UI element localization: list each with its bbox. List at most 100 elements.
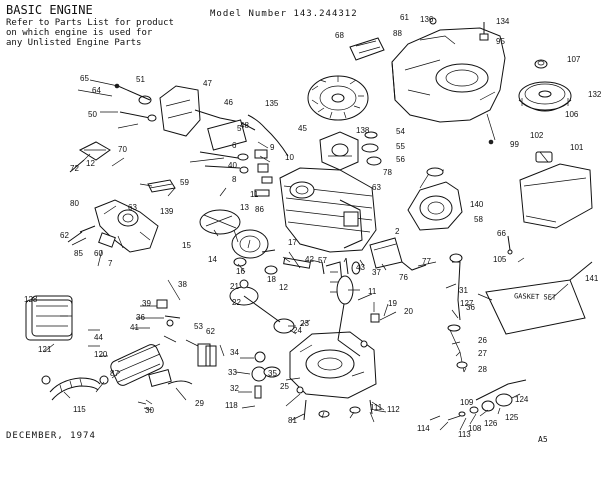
- callout-64: 64: [92, 86, 101, 95]
- callout-42: 42: [305, 255, 314, 264]
- carb-shape: [114, 83, 256, 151]
- callout-51: 51: [136, 75, 145, 84]
- callout-76: 76: [399, 273, 408, 282]
- callout-61: 61: [400, 13, 409, 22]
- air-cleaner-shape: [69, 141, 111, 173]
- oil-pump-parts-shape: [447, 379, 527, 421]
- callout-22: 22: [232, 298, 241, 307]
- callout-34: 34: [230, 348, 239, 357]
- callout-36: 36: [466, 303, 475, 312]
- callout-54: 54: [396, 127, 405, 136]
- callout-99: 99: [510, 140, 519, 149]
- callout-62: 62: [206, 327, 215, 336]
- callout-12: 12: [86, 159, 95, 168]
- callout-56: 56: [396, 155, 405, 164]
- callout-124: 124: [515, 395, 529, 404]
- valve-parts-shape: [199, 141, 273, 197]
- callout-23: 23: [300, 319, 309, 328]
- callout-86: 86: [255, 205, 264, 214]
- bottom-screws-shape: [303, 399, 373, 421]
- callout-65: 65: [80, 74, 89, 83]
- callout-63: 63: [372, 183, 381, 192]
- callout-77: 77: [422, 257, 431, 266]
- callout-135: 135: [265, 99, 279, 108]
- callout-87: 87: [110, 369, 119, 378]
- note-line: any Unlisted Engine Parts: [6, 38, 142, 48]
- callout-32: 32: [230, 384, 239, 393]
- callout-43: 43: [356, 263, 365, 272]
- footer-code: A5: [538, 435, 548, 444]
- callout-114: 114: [417, 424, 430, 433]
- callout-101: 101: [570, 143, 584, 152]
- callout-14: 14: [208, 255, 217, 264]
- callout-113: 113: [458, 430, 471, 439]
- callout-62: 62: [60, 231, 69, 240]
- callout-57: 57: [318, 256, 327, 265]
- dipstick-shape: [447, 253, 468, 373]
- callout-106: 106: [565, 110, 579, 119]
- callout-88: 88: [393, 29, 402, 38]
- callout-15: 15: [182, 241, 191, 250]
- callout-141: 141: [585, 274, 599, 283]
- callout-28: 28: [478, 365, 487, 374]
- carb-top-shape: [319, 131, 382, 171]
- callout-16: 16: [236, 267, 245, 276]
- callout-21: 21: [230, 282, 239, 291]
- callout-6: 6: [232, 141, 237, 150]
- parts-66-105-shape: [507, 235, 525, 263]
- sump-shape: [289, 331, 377, 399]
- callout-66: 66: [497, 229, 506, 238]
- callout-25: 25: [280, 382, 289, 391]
- callout-41: 41: [130, 323, 139, 332]
- callout-121: 121: [38, 345, 52, 354]
- cylinder-block-shape: [279, 167, 377, 253]
- muffler-80-shape: [110, 343, 172, 387]
- callout-39: 39: [142, 299, 151, 308]
- callout-60: 60: [94, 249, 103, 258]
- callout-78: 78: [383, 168, 392, 177]
- gasket-set-box: [485, 261, 593, 335]
- rain-shield-shape: [349, 37, 385, 61]
- callout-13: 13: [240, 203, 249, 212]
- callout-27: 27: [478, 349, 487, 358]
- callout-132: 132: [588, 90, 602, 99]
- callout-140: 140: [470, 200, 484, 209]
- callout-125: 125: [505, 413, 519, 422]
- callout-33: 33: [228, 368, 237, 377]
- callout-112: 112: [387, 405, 400, 414]
- callout-9: 9: [270, 143, 275, 152]
- callout-48: 48: [240, 121, 249, 130]
- muffler-15-shape: [199, 209, 269, 259]
- callout-107: 107: [567, 55, 581, 64]
- callout-59: 59: [180, 178, 189, 187]
- callout-47: 47: [203, 79, 212, 88]
- callout-136: 136: [420, 15, 434, 24]
- gasket-76-shape: [369, 237, 427, 271]
- callout-19: 19: [388, 299, 397, 308]
- callout-8: 8: [232, 175, 237, 184]
- callout-105: 105: [493, 255, 507, 264]
- callout-72: 72: [70, 164, 79, 173]
- callout-109: 109: [460, 398, 474, 407]
- callout-63: 63: [128, 203, 137, 212]
- callout-120: 120: [94, 350, 108, 359]
- cable-135-shape: [247, 114, 289, 157]
- starter-pulley-shape: [518, 59, 572, 112]
- callout-45: 45: [298, 124, 307, 133]
- callout-127: 127: [460, 299, 474, 308]
- callout-58: 58: [474, 215, 483, 224]
- callout-35: 35: [268, 369, 277, 378]
- callout-118: 118: [225, 401, 238, 410]
- callout-37: 37: [372, 268, 381, 277]
- callout-126: 126: [484, 419, 498, 428]
- callout-26: 26: [478, 336, 487, 345]
- callout-85: 85: [74, 249, 83, 258]
- flywheel-shape: [307, 75, 369, 121]
- callout-53: 53: [194, 322, 203, 331]
- hose-87-shape: [41, 375, 109, 401]
- callout-5: 5: [237, 124, 242, 133]
- callout-80: 80: [70, 199, 79, 208]
